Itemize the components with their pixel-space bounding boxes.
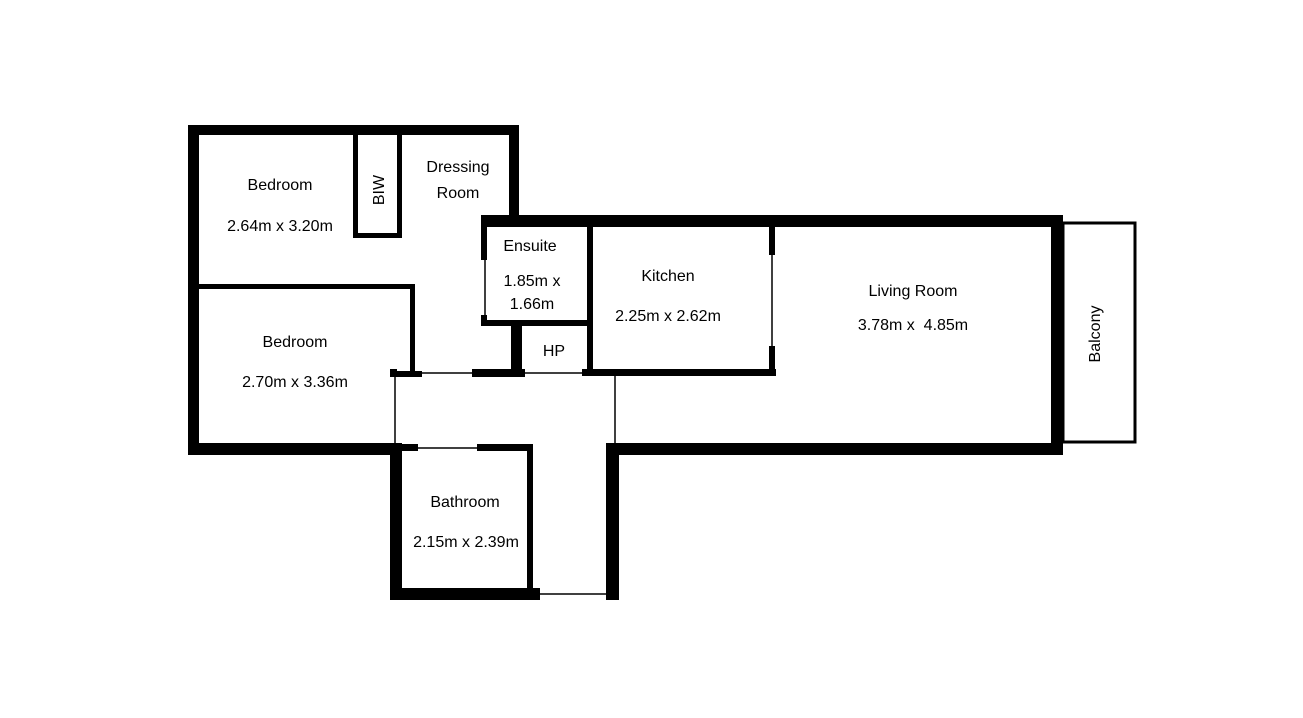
wall-bottom-right xyxy=(607,443,1063,455)
wall-bottom-left xyxy=(188,443,393,455)
living-room-size: 3.78m x 4.85m xyxy=(858,317,968,334)
bathroom-name: Bathroom xyxy=(430,494,499,511)
wall-bathroom-left xyxy=(390,443,402,600)
room-labels: Bedroom 2.64m x 3.20m BIW Dressing Room … xyxy=(227,159,1104,551)
wall-bathroom-right xyxy=(527,444,533,600)
wall-right xyxy=(1051,215,1063,455)
dressing-room-line1: Dressing xyxy=(426,159,489,176)
bathroom-size: 2.15m x 2.39m xyxy=(413,534,519,551)
wall-hall-top xyxy=(392,371,422,377)
living-room-name: Living Room xyxy=(869,283,958,300)
wall-bathroom-top xyxy=(477,444,533,451)
bedroom-1-name: Bedroom xyxy=(248,177,313,194)
ensuite-name: Ensuite xyxy=(503,238,556,255)
wall-biw xyxy=(397,125,402,238)
dressing-room-line2: Room xyxy=(437,185,480,202)
interior-walls xyxy=(199,125,776,600)
wall-ensuite-left xyxy=(481,215,487,260)
wall-biw xyxy=(353,125,358,238)
wall-bedroom2-right xyxy=(410,284,415,377)
wall-bedroom-divider xyxy=(199,284,415,289)
wall-ensuite-bottom xyxy=(481,320,592,326)
kitchen-name: Kitchen xyxy=(641,268,694,285)
wall-kitchen-right xyxy=(769,225,775,255)
outer-walls xyxy=(188,125,1063,600)
wall-left xyxy=(188,125,199,455)
wall-biw xyxy=(353,233,402,238)
balcony-label: Balcony xyxy=(1087,306,1104,363)
wall-lower-hall-right xyxy=(606,443,619,600)
hp-label: HP xyxy=(543,343,565,360)
wall-kitchen-right xyxy=(769,346,775,376)
wall-bathroom-bottom xyxy=(390,588,540,600)
wall-dressing-right xyxy=(509,125,519,220)
wall-bathroom-stub xyxy=(390,369,397,377)
wall-top-right-block xyxy=(481,215,1063,227)
balcony-outline xyxy=(1061,221,1137,444)
wall-ensuite-kitchen xyxy=(587,215,593,375)
ensuite-size-line1: 1.85m x xyxy=(504,273,561,290)
wall-bathroom-top xyxy=(390,444,418,451)
kitchen-size: 2.25m x 2.62m xyxy=(615,308,721,325)
biw-label: BIW xyxy=(371,174,388,205)
bedroom-1-size: 2.64m x 3.20m xyxy=(227,218,333,235)
bedroom-2-size: 2.70m x 3.36m xyxy=(242,374,348,391)
wall-hall-top xyxy=(472,369,525,377)
bedroom-2-name: Bedroom xyxy=(263,334,328,351)
wall-hp-left xyxy=(511,320,522,377)
thin-lines xyxy=(394,255,773,595)
wall-kitchen-bottom xyxy=(582,369,776,376)
ensuite-size-line2: 1.66m xyxy=(510,296,554,313)
